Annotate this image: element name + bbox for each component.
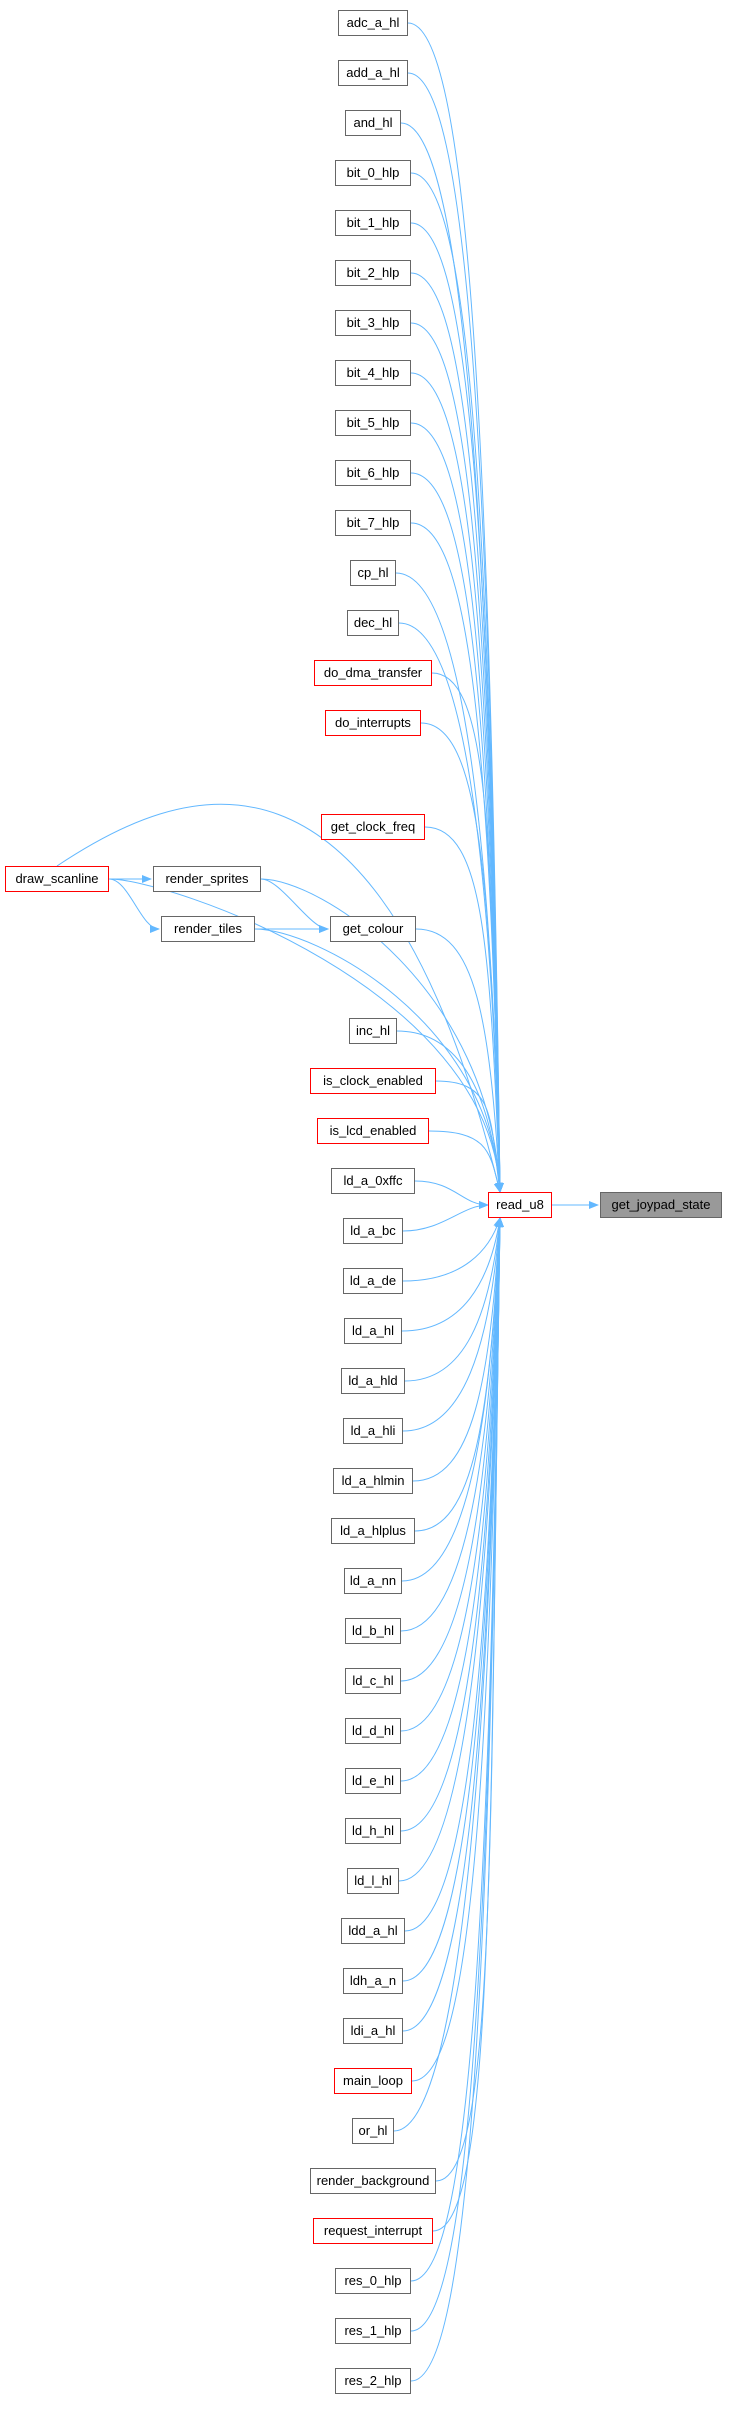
edge-ld-a-hl-to-read-u8 — [401, 1217, 503, 1332]
node-bit-0-hlp[interactable]: bit_0_hlp — [335, 160, 411, 186]
node-bit-7-hlp[interactable]: bit_7_hlp — [335, 510, 411, 536]
edge-ld-a-bc-to-read-u8 — [402, 1201, 489, 1232]
node-ld-a-nn[interactable]: ld_a_nn — [344, 1568, 402, 1594]
edge-draw-scanline-to-render-tiles — [108, 878, 160, 933]
edge-ld-a-hli-to-read-u8 — [402, 1217, 504, 1432]
edge-get-colour-to-read-u8 — [415, 928, 504, 1193]
node-render-tiles[interactable]: render_tiles — [161, 916, 255, 942]
node-ld-a-hlplus[interactable]: ld_a_hlplus — [331, 1518, 415, 1544]
node-bit-5-hlp[interactable]: bit_5_hlp — [335, 410, 411, 436]
node-ld-a-hld[interactable]: ld_a_hld — [341, 1368, 405, 1394]
edge-ld-a-hld-to-read-u8 — [404, 1217, 504, 1382]
node-bit-6-hlp[interactable]: bit_6_hlp — [335, 460, 411, 486]
node-add-a-hl[interactable]: add_a_hl — [338, 60, 408, 86]
node-res-2-hlp[interactable]: res_2_hlp — [335, 2368, 411, 2394]
node-do-interrupts[interactable]: do_interrupts — [325, 710, 421, 736]
node-dec-hl[interactable]: dec_hl — [347, 610, 399, 636]
edge-res-0-hlp-to-read-u8 — [410, 1217, 504, 2282]
node-ld-a-de[interactable]: ld_a_de — [343, 1268, 403, 1294]
node-adc-a-hl[interactable]: adc_a_hl — [338, 10, 408, 36]
node-ld-a-hli[interactable]: ld_a_hli — [343, 1418, 403, 1444]
node-bit-3-hlp[interactable]: bit_3_hlp — [335, 310, 411, 336]
node-bit-1-hlp[interactable]: bit_1_hlp — [335, 210, 411, 236]
node-render-background[interactable]: render_background — [310, 2168, 436, 2194]
edge-is-clock-enabled-to-read-u8 — [435, 1080, 503, 1193]
edge-ld-a-0xffc-to-read-u8 — [414, 1180, 489, 1209]
node-res-1-hlp[interactable]: res_1_hlp — [335, 2318, 411, 2344]
node-ld-h-hl[interactable]: ld_h_hl — [345, 1818, 401, 1844]
edge-ld-a-hlplus-to-read-u8 — [414, 1217, 504, 1532]
node-render-sprites[interactable]: render_sprites — [153, 866, 261, 892]
edge-do-dma-transfer-to-read-u8 — [431, 672, 504, 1193]
node-bit-2-hlp[interactable]: bit_2_hlp — [335, 260, 411, 286]
node-get-colour[interactable]: get_colour — [330, 916, 416, 942]
node-ld-b-hl[interactable]: ld_b_hl — [345, 1618, 401, 1644]
edge-res-2-hlp-to-read-u8 — [410, 1217, 504, 2382]
node-ld-a-hlmin[interactable]: ld_a_hlmin — [333, 1468, 413, 1494]
edge-ld-l-hl-to-read-u8 — [398, 1217, 504, 1882]
edge-ld-d-hl-to-read-u8 — [400, 1217, 504, 1732]
edge-get-clock-freq-to-read-u8 — [424, 826, 504, 1193]
node-ldd-a-hl[interactable]: ldd_a_hl — [341, 1918, 405, 1944]
edge-ld-h-hl-to-read-u8 — [400, 1217, 504, 1832]
node-ld-d-hl[interactable]: ld_d_hl — [345, 1718, 401, 1744]
node-or-hl[interactable]: or_hl — [352, 2118, 394, 2144]
node-request-interrupt[interactable]: request_interrupt — [313, 2218, 433, 2244]
node-and-hl[interactable]: and_hl — [345, 110, 401, 136]
node-draw-scanline[interactable]: draw_scanline — [5, 866, 109, 892]
node-res-0-hlp[interactable]: res_0_hlp — [335, 2268, 411, 2294]
node-get-joypad-state: get_joypad_state — [600, 1192, 722, 1218]
node-cp-hl[interactable]: cp_hl — [350, 560, 396, 586]
edge-bit-4-hlp-to-read-u8 — [410, 372, 504, 1193]
node-ld-a-bc[interactable]: ld_a_bc — [343, 1218, 403, 1244]
node-ld-c-hl[interactable]: ld_c_hl — [345, 1668, 401, 1694]
node-do-dma-transfer[interactable]: do_dma_transfer — [314, 660, 432, 686]
node-get-clock-freq[interactable]: get_clock_freq — [321, 814, 425, 840]
node-ldi-a-hl[interactable]: ldi_a_hl — [343, 2018, 403, 2044]
edge-ld-a-de-to-read-u8 — [402, 1217, 502, 1282]
edge-ld-a-nn-to-read-u8 — [401, 1217, 504, 1582]
node-main-loop[interactable]: main_loop — [334, 2068, 412, 2094]
edge-do-interrupts-to-read-u8 — [420, 722, 504, 1193]
edge-ld-c-hl-to-read-u8 — [400, 1217, 504, 1682]
edge-is-lcd-enabled-to-read-u8 — [428, 1130, 502, 1193]
node-read-u8[interactable]: read_u8 — [488, 1192, 552, 1218]
edge-render-sprites-to-read-u8 — [260, 878, 504, 1193]
node-is-clock-enabled[interactable]: is_clock_enabled — [310, 1068, 436, 1094]
edge-or-hl-to-read-u8 — [393, 1217, 504, 2132]
edge-main-loop-to-read-u8 — [411, 1217, 504, 2082]
node-is-lcd-enabled[interactable]: is_lcd_enabled — [317, 1118, 429, 1144]
node-ld-a-hl[interactable]: ld_a_hl — [344, 1318, 402, 1344]
node-inc-hl[interactable]: inc_hl — [349, 1018, 397, 1044]
edge-ld-b-hl-to-read-u8 — [400, 1217, 504, 1632]
node-ld-e-hl[interactable]: ld_e_hl — [345, 1768, 401, 1794]
node-ldh-a-n[interactable]: ldh_a_n — [343, 1968, 403, 1994]
edge-request-interrupt-to-read-u8 — [432, 1217, 504, 2232]
edge-draw-scanline-to-read-u8 — [56, 803, 502, 1193]
edge-bit-5-hlp-to-read-u8 — [410, 422, 504, 1193]
edge-ld-e-hl-to-read-u8 — [400, 1217, 504, 1782]
edge-render-tiles-to-read-u8 — [254, 928, 504, 1193]
node-ld-l-hl[interactable]: ld_l_hl — [347, 1868, 399, 1894]
node-bit-4-hlp[interactable]: bit_4_hlp — [335, 360, 411, 386]
node-ld-a-0xffc[interactable]: ld_a_0xffc — [331, 1168, 415, 1194]
edge-add-a-hl-to-read-u8 — [407, 72, 504, 1193]
edge-ld-a-hlmin-to-read-u8 — [412, 1217, 504, 1482]
